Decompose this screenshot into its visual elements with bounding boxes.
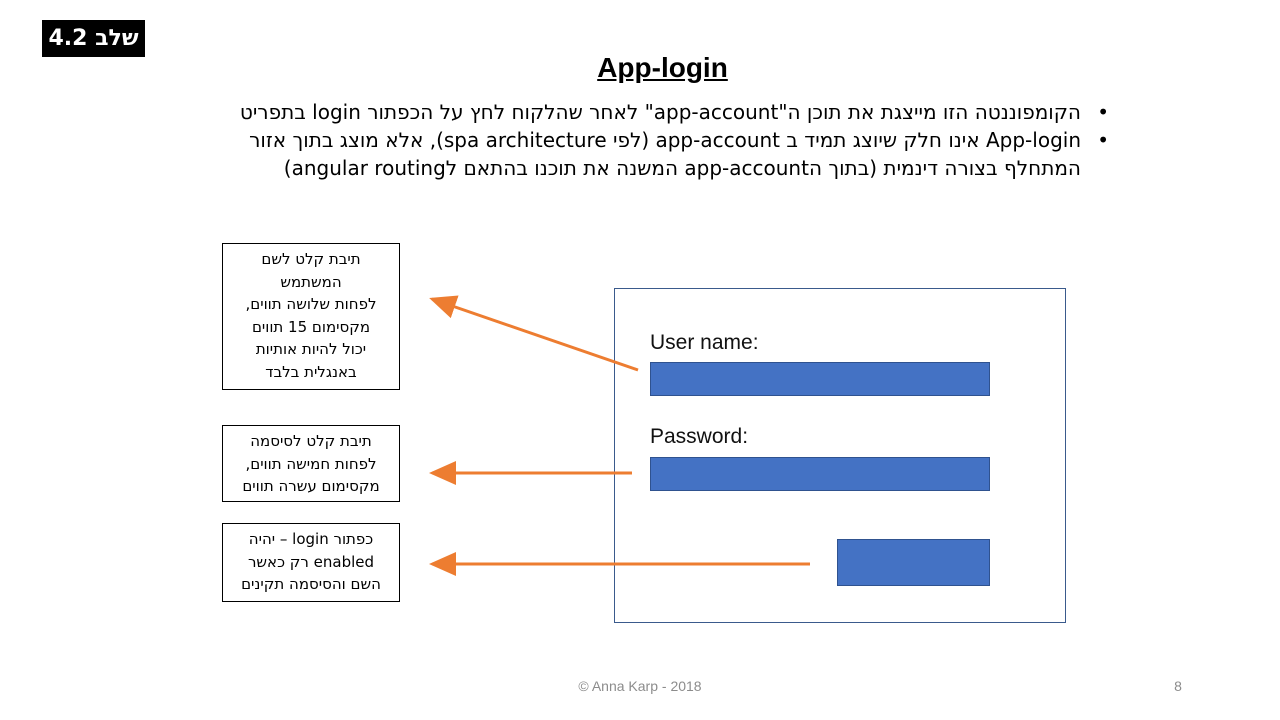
note-line: באנגלית בלבד [265, 362, 357, 381]
login-button-note-box: כפתור login – יהיה enabled רק כאשר השם ו… [222, 523, 400, 602]
note-line: לפחות חמישה תווים, [245, 454, 377, 473]
password-label: Password: [650, 425, 749, 448]
username-label: User name: [650, 331, 759, 354]
password-note-box: תיבת קלט לסיסמה לפחות חמישה תווים, מקסימ… [222, 425, 400, 502]
slide-title: App-login [597, 52, 728, 83]
bullet-text: App-login אינו חלק שיוצג תמיד ב app-acco… [249, 128, 1081, 152]
login-button[interactable] [837, 539, 990, 586]
username-note-box: תיבת קלט לשם המשתמש לפחות שלושה תווים, מ… [222, 243, 400, 390]
username-input[interactable] [650, 362, 990, 396]
page-number: 8 [1174, 678, 1182, 694]
bullet-text-continuation: המתחלף בצורה דינמית (בתוך הapp-account ה… [283, 156, 1081, 180]
bullet-list: הקומפוננטה הזו מייצגת את תוכן ה"app-acco… [180, 98, 1115, 182]
login-form-mockup: User name: Password: [614, 288, 1066, 623]
note-line: השם והסיסמה תקינים [241, 575, 381, 593]
stage-badge: שלב 4.2 [42, 20, 145, 57]
note-line: מקסימום 15 תווים [251, 317, 371, 336]
username-arrow [429, 295, 639, 372]
note-line: כפתור login – יהיה [248, 530, 374, 548]
note-line: תיבת קלט לשם [261, 250, 361, 268]
note-line: תיבת קלט לסיסמה [250, 432, 372, 450]
note-line: יכול להיות אותיות [255, 340, 367, 358]
note-line: מקסימום עשרה תווים [242, 477, 380, 495]
password-input[interactable] [650, 457, 990, 491]
note-line: enabled רק כאשר [247, 552, 375, 571]
footer-copyright: © Anna Karp - 2018 [578, 678, 702, 694]
note-line: המשתמש [280, 272, 342, 291]
bullet-text: הקומפוננטה הזו מייצגת את תוכן ה"app-acco… [239, 100, 1081, 124]
bullet-item: App-login אינו חלק שיוצג תמיד ב app-acco… [180, 126, 1115, 182]
note-line: לפחות שלושה תווים, [245, 295, 377, 313]
bullet-item: הקומפוננטה הזו מייצגת את תוכן ה"app-acco… [180, 98, 1115, 126]
